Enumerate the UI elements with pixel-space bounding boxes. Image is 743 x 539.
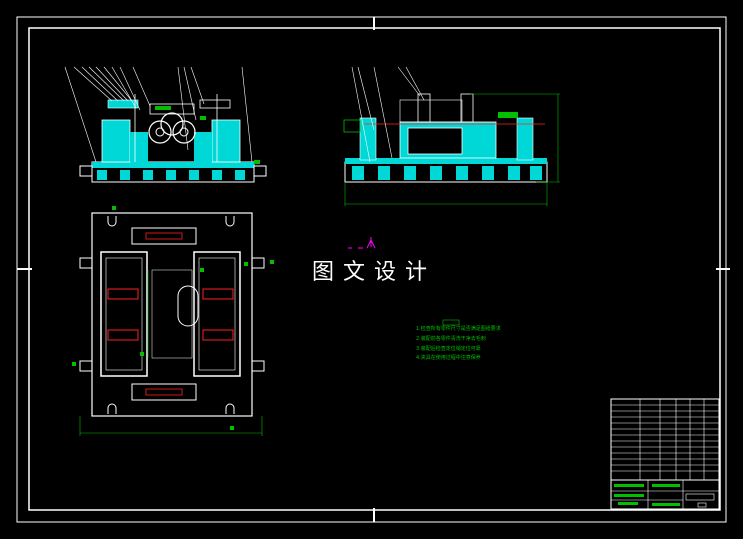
watermark-text: 图文设计 bbox=[312, 260, 437, 285]
title-block bbox=[610, 398, 720, 510]
side-view bbox=[343, 66, 560, 206]
title-block-cells bbox=[614, 484, 680, 506]
magenta-mark bbox=[348, 237, 376, 249]
note-line-1: 1.检查所有零件尺寸是否满足图纸要求 bbox=[416, 325, 501, 332]
centering-marks bbox=[17, 17, 730, 522]
front-view bbox=[64, 66, 267, 183]
note-line-3: 3.装配后检查定位销定位可靠 bbox=[416, 345, 481, 352]
note-line-4: 4.夹具在使用过程中注意保养 bbox=[416, 354, 481, 361]
note-line-2: 2.装配前各零件清洗干净去毛刺 bbox=[416, 335, 486, 342]
technical-notes: 1.检查所有零件尺寸是否满足图纸要求 2.装配前各零件清洗干净去毛刺 3.装配后… bbox=[416, 319, 501, 361]
plan-view bbox=[72, 206, 274, 436]
